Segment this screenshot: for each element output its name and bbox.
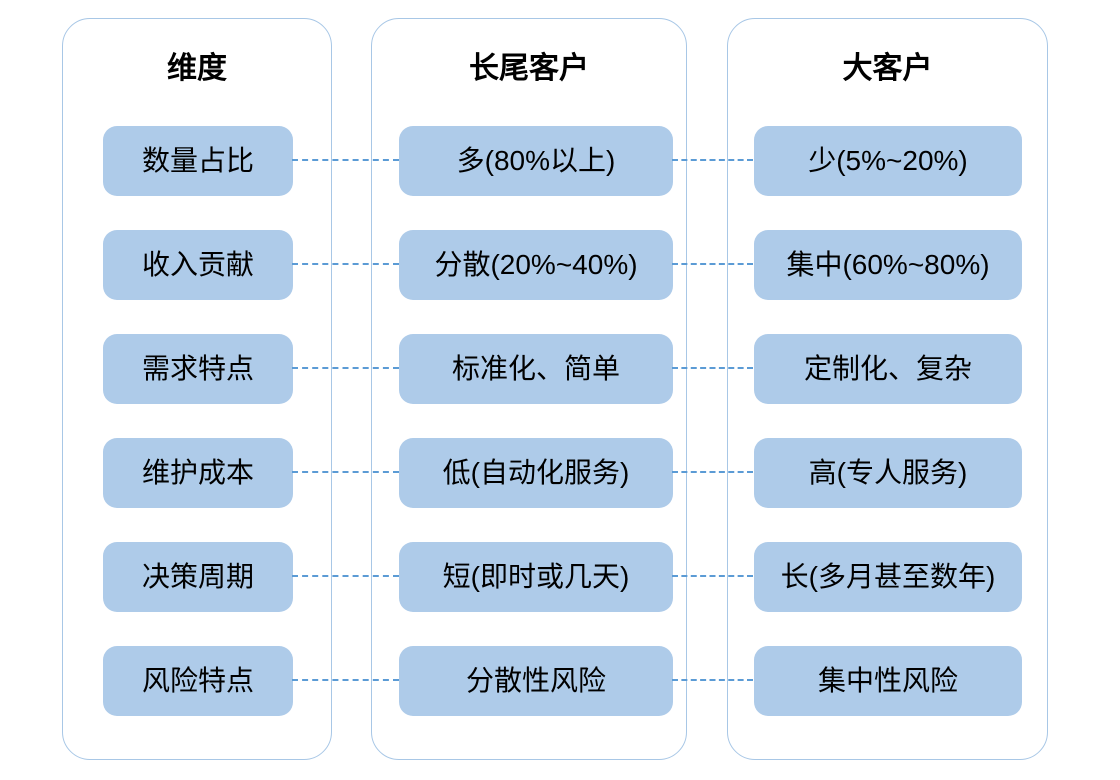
dimension-box-risk-traits: 风险特点	[103, 646, 293, 716]
dimension-box-decision-cycle: 决策周期	[103, 542, 293, 612]
connector-dashed-line	[292, 471, 399, 473]
column-longtail-title: 长尾客户	[469, 52, 589, 85]
connector-dashed-line	[292, 263, 399, 265]
column-dimension: 维度 数量占比 收入贡献 需求特点 维护成本 决策周期 风险特点	[62, 18, 332, 760]
keyaccount-box-demand-traits: 定制化、复杂	[754, 334, 1022, 404]
column-key-accounts-title: 大客户	[842, 52, 933, 85]
dimension-box-demand-traits: 需求特点	[103, 334, 293, 404]
connector-dashed-line	[292, 367, 399, 369]
keyaccount-box-maintenance-cost: 高(专人服务)	[754, 438, 1022, 508]
dimension-box-quantity-share: 数量占比	[103, 126, 293, 196]
longtail-box-quantity-share: 多(80%以上)	[399, 126, 673, 196]
longtail-box-demand-traits: 标准化、简单	[399, 334, 673, 404]
connector-dashed-line	[672, 159, 753, 161]
keyaccount-box-decision-cycle: 长(多月甚至数年)	[754, 542, 1022, 612]
keyaccount-box-quantity-share: 少(5%~20%)	[754, 126, 1022, 196]
longtail-box-decision-cycle: 短(即时或几天)	[399, 542, 673, 612]
dimension-box-revenue-contribution: 收入贡献	[103, 230, 293, 300]
column-key-accounts: 大客户 少(5%~20%) 集中(60%~80%) 定制化、复杂 高(专人服务)…	[727, 18, 1048, 760]
keyaccount-box-revenue-contribution: 集中(60%~80%)	[754, 230, 1022, 300]
connector-dashed-line	[672, 367, 753, 369]
dimension-box-maintenance-cost: 维护成本	[103, 438, 293, 508]
connector-dashed-line	[672, 471, 753, 473]
longtail-box-revenue-contribution: 分散(20%~40%)	[399, 230, 673, 300]
connector-dashed-line	[292, 575, 399, 577]
connector-dashed-line	[672, 263, 753, 265]
connector-dashed-line	[672, 679, 753, 681]
keyaccount-box-risk-traits: 集中性风险	[754, 646, 1022, 716]
connector-dashed-line	[292, 159, 399, 161]
connector-dashed-line	[672, 575, 753, 577]
longtail-box-risk-traits: 分散性风险	[399, 646, 673, 716]
column-longtail-customers: 长尾客户 多(80%以上) 分散(20%~40%) 标准化、简单 低(自动化服务…	[371, 18, 687, 760]
longtail-box-maintenance-cost: 低(自动化服务)	[399, 438, 673, 508]
column-dimension-title: 维度	[167, 52, 227, 85]
connector-dashed-line	[292, 679, 399, 681]
